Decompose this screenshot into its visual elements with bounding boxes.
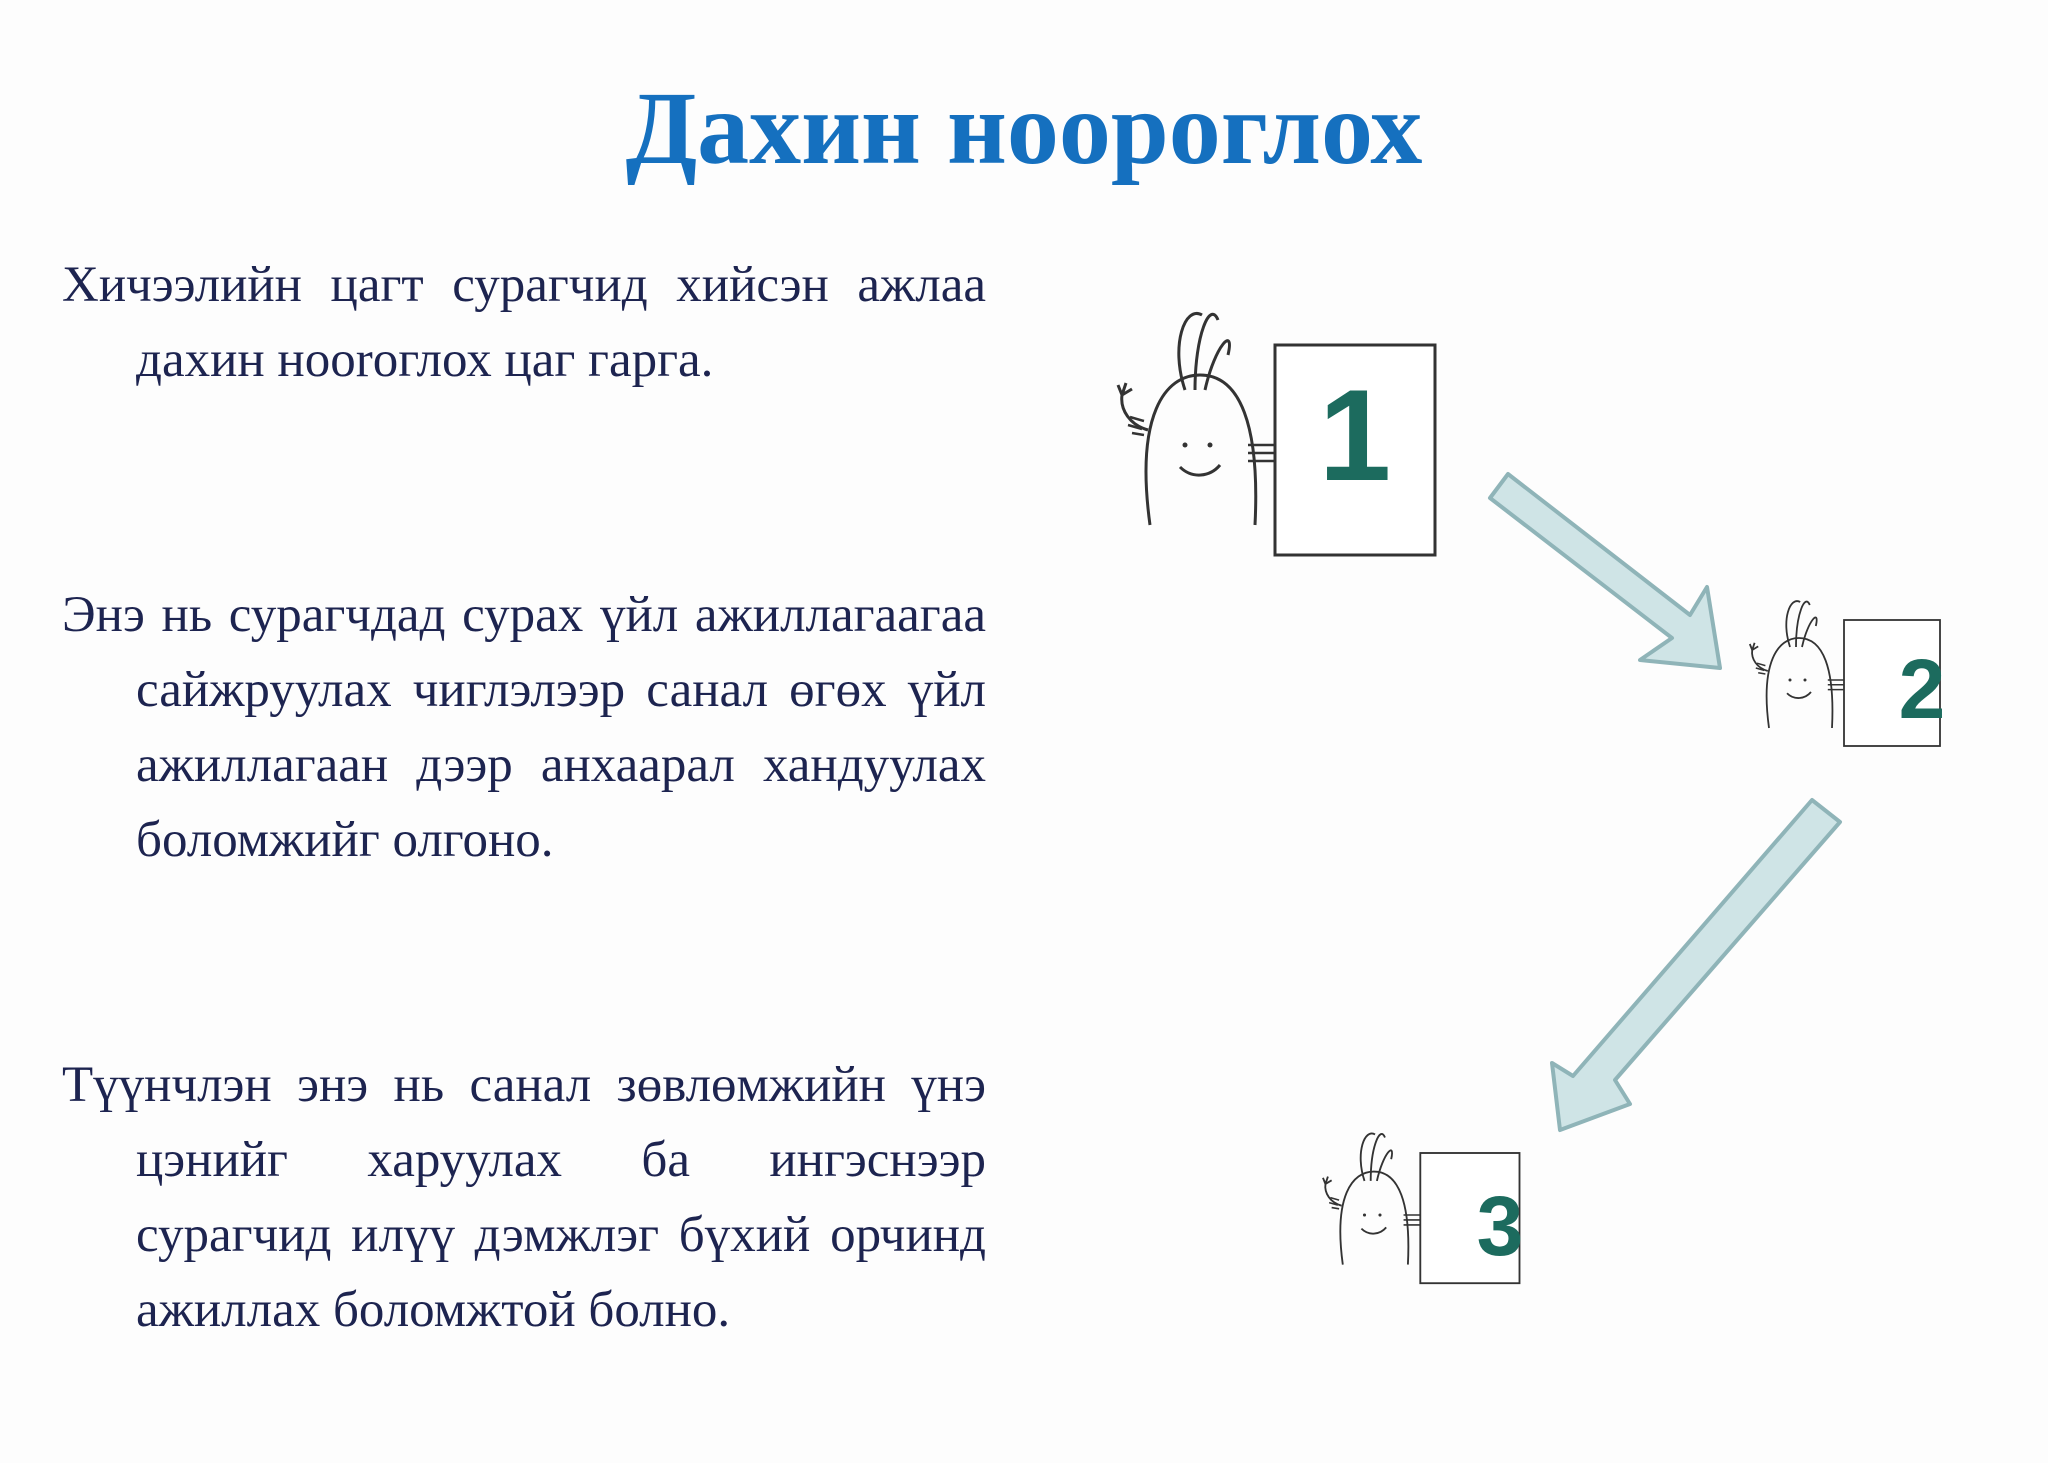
card-number-2: 2 (1899, 642, 1946, 736)
slide-title: Дахин ноороглох (625, 71, 1423, 186)
arrow-1-to-2 (1488, 472, 1722, 670)
arrow-2-to-3 (1550, 798, 1842, 1132)
card-number-3: 3 (1477, 1179, 1524, 1273)
paragraph-3: Түүнчлэн энэ нь санал зөвлөмжийн үнэ цэн… (62, 1057, 986, 1338)
paragraph-1: Хичээлийн цагт сурагчид хийсэн ажлаа дах… (62, 257, 986, 388)
card-number-1: 1 (1319, 362, 1391, 508)
paragraph-2: Энэ нь сурагчдад сурах үйл ажиллагаагаа … (62, 587, 986, 868)
